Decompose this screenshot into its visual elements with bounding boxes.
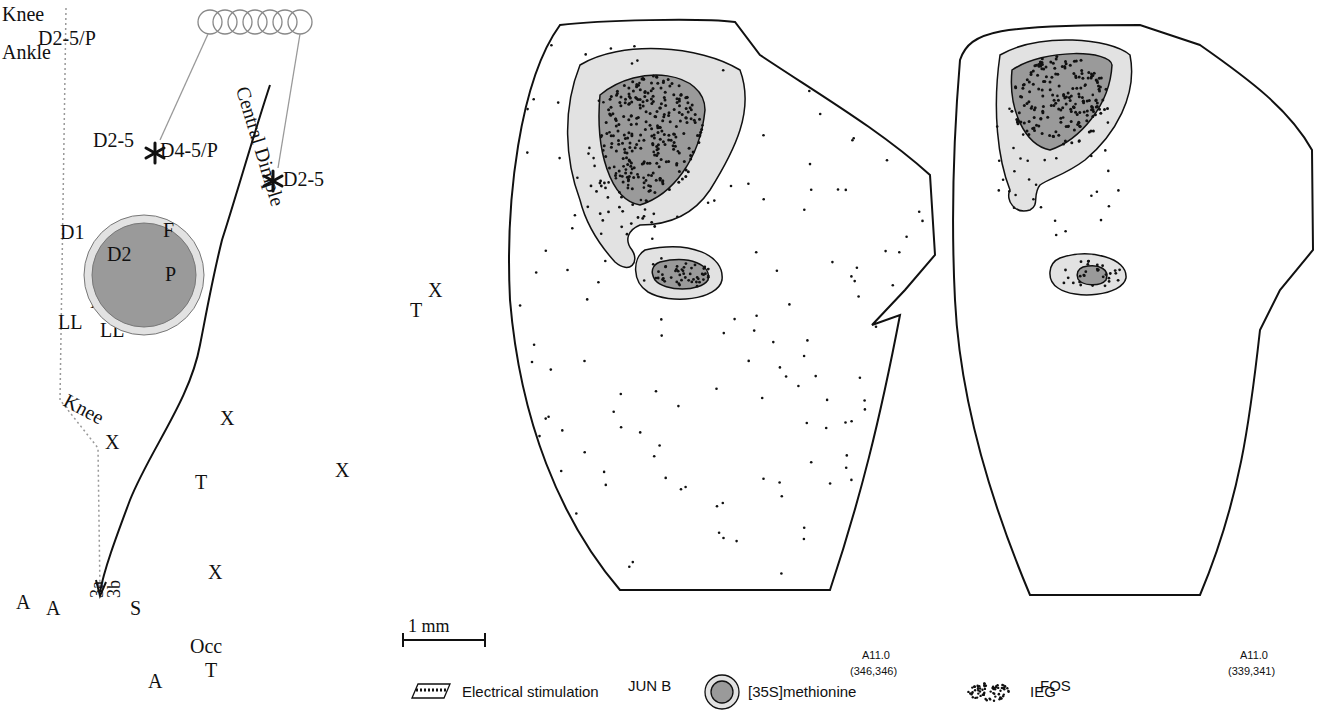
site-label: D2 xyxy=(107,244,131,264)
legend-sample-methionine xyxy=(705,675,739,709)
map-label: X xyxy=(335,460,349,480)
map-label: T xyxy=(410,300,422,320)
map-label: JUN B xyxy=(628,678,671,693)
map-label: Knee xyxy=(61,390,108,427)
legend-text: [35S]methionine xyxy=(748,684,856,699)
map-label: A11.0 xyxy=(1240,650,1268,661)
map-label: X xyxy=(428,280,442,300)
scale-bar xyxy=(403,633,485,647)
map-label: Central Dimple xyxy=(233,84,288,208)
site-label: P xyxy=(165,264,176,284)
map-label: 3a xyxy=(88,581,106,598)
electrode-array xyxy=(198,10,312,34)
legend-sample-ieg xyxy=(967,682,1010,702)
ieg-dots xyxy=(519,44,1121,575)
map-label: 3b xyxy=(105,580,123,598)
map-label: A xyxy=(148,671,162,691)
map-label: X xyxy=(208,562,222,582)
injection-site: D2 F P xyxy=(83,214,205,336)
map-label: LL xyxy=(58,312,82,332)
section-outline xyxy=(509,20,935,590)
map-label: D2-5 xyxy=(93,130,134,150)
map-label: T xyxy=(205,660,217,680)
label-core xyxy=(599,75,705,205)
map-label: 1 mm xyxy=(408,617,450,635)
legend-sample-electrode xyxy=(412,684,450,698)
map-label: D2-5 xyxy=(283,169,324,189)
map-label: A11.0 xyxy=(862,650,890,661)
map-label: S xyxy=(130,598,141,618)
map-label: (346,346) xyxy=(850,666,897,677)
electrode-lead xyxy=(160,34,208,140)
central-dimple-line xyxy=(100,85,270,592)
label-core xyxy=(652,260,708,289)
label-core xyxy=(1011,54,1112,150)
map-label: A xyxy=(16,592,30,612)
map-label: D4-5/P xyxy=(160,140,218,160)
label-zone xyxy=(568,49,746,268)
map-label: A xyxy=(46,598,60,618)
injection-outline xyxy=(83,214,205,336)
map-label: Occ xyxy=(190,636,222,656)
label-zone xyxy=(1050,254,1126,295)
legend-text: IEG xyxy=(1030,684,1056,699)
map-label: (339,341) xyxy=(1228,666,1275,677)
map-label: X xyxy=(105,432,119,452)
map-label: Knee xyxy=(2,4,44,24)
legend-text: Electrical stimulation xyxy=(462,684,599,699)
map-label: X xyxy=(220,408,234,428)
label-zone xyxy=(996,40,1131,211)
map-label: D1 xyxy=(60,222,84,242)
map-label: D2-5/P xyxy=(38,28,96,48)
label-zone xyxy=(636,247,723,299)
section-outline xyxy=(953,25,1313,595)
electrode-lead xyxy=(278,34,300,168)
label-core xyxy=(1077,266,1107,285)
site-label: F xyxy=(163,220,174,240)
map-label: T xyxy=(195,472,207,492)
